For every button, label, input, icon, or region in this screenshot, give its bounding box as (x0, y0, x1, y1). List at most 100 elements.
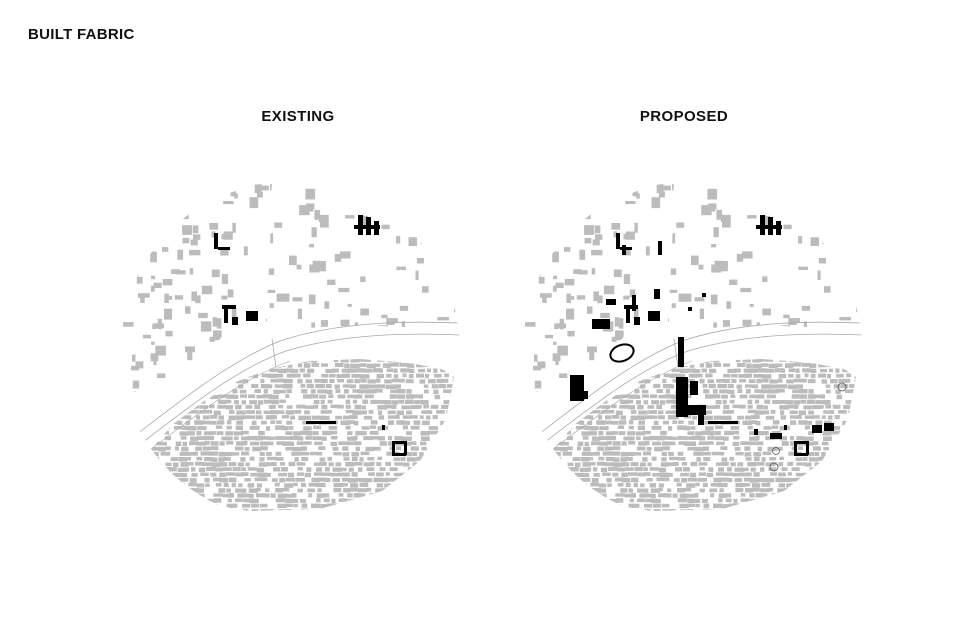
building-footprint (395, 507, 402, 512)
building-footprint (251, 368, 258, 373)
building-footprint (397, 394, 406, 399)
building-footprint (858, 413, 862, 421)
building-footprint (265, 426, 271, 431)
building-footprint (724, 378, 730, 383)
building-footprint (694, 353, 701, 357)
building-footprint (622, 247, 631, 256)
building-footprint (369, 461, 375, 466)
building-footprint (192, 225, 199, 234)
building-footprint (321, 363, 329, 367)
building-footprint (337, 394, 346, 399)
building-footprint (229, 270, 233, 274)
building-footprint (281, 333, 289, 337)
building-footprint (134, 312, 141, 316)
building-footprint (311, 359, 318, 363)
building-footprint (134, 343, 142, 348)
building-footprint (393, 457, 401, 461)
building-footprint (416, 405, 422, 409)
building-footprint (615, 330, 624, 341)
building-footprint (639, 363, 647, 368)
building-footprint (767, 198, 773, 208)
building-footprint (166, 342, 174, 346)
building-footprint (644, 301, 654, 305)
building-footprint (813, 301, 820, 305)
building-footprint (861, 311, 862, 318)
building-footprint (420, 431, 430, 436)
building-footprint (180, 368, 190, 374)
building-footprint (825, 363, 831, 367)
building-footprint (670, 228, 674, 232)
building-footprint (815, 337, 821, 341)
building-footprint (190, 493, 199, 498)
building-footprint (441, 223, 448, 227)
building-footprint (569, 359, 579, 362)
building-footprint (277, 503, 287, 509)
building-footprint (660, 185, 671, 191)
building-footprint (854, 218, 859, 222)
building-footprint (226, 405, 233, 410)
building-footprint (386, 373, 392, 378)
building-footprint (238, 483, 243, 488)
building-footprint (370, 436, 380, 440)
building-footprint (722, 290, 731, 295)
building-footprint (292, 244, 301, 248)
building-footprint (435, 265, 444, 270)
building-footprint (140, 382, 151, 392)
building-footprint (343, 457, 350, 461)
building-footprint (403, 249, 412, 253)
building-footprint (445, 192, 450, 196)
building-footprint (268, 228, 272, 232)
building-footprint (642, 207, 652, 211)
building-footprint (384, 483, 393, 488)
building-footprint (783, 346, 794, 352)
building-footprint (395, 415, 400, 419)
building-footprint (441, 404, 449, 410)
building-footprint (679, 186, 688, 190)
building-footprint (711, 353, 718, 357)
building-footprint (530, 212, 535, 221)
building-footprint (712, 285, 719, 289)
building-footprint (337, 472, 348, 477)
building-footprint (201, 280, 204, 285)
building-footprint (760, 296, 766, 300)
building-footprint (785, 249, 793, 252)
building-footprint (446, 446, 454, 450)
building-footprint (256, 467, 265, 473)
building-footprint (580, 291, 585, 295)
building-footprint (779, 249, 783, 253)
building-footprint (780, 368, 785, 373)
building-footprint (671, 368, 681, 373)
building-footprint (162, 488, 173, 497)
building-footprint (591, 337, 599, 342)
building-footprint (235, 472, 245, 477)
building-footprint (598, 286, 603, 290)
building-footprint (757, 342, 766, 346)
building-footprint (398, 327, 404, 338)
building-footprint (647, 260, 654, 264)
building-footprint (235, 415, 244, 420)
building-footprint (278, 203, 287, 207)
building-footprint (136, 186, 140, 190)
building-footprint (206, 343, 214, 347)
building-footprint (609, 270, 614, 273)
building-footprint (745, 260, 750, 264)
building-footprint (178, 278, 189, 289)
building-footprint (622, 212, 627, 216)
building-footprint (584, 184, 590, 189)
building-footprint (684, 286, 693, 293)
building-footprint (418, 469, 428, 479)
building-footprint (299, 499, 306, 503)
building-footprint (742, 223, 751, 227)
building-footprint (289, 514, 297, 518)
building-footprint (168, 265, 175, 269)
building-footprint (157, 338, 162, 343)
building-footprint (555, 282, 564, 288)
building-footprint (209, 223, 219, 230)
building-footprint (381, 314, 388, 319)
building-footprint (536, 254, 541, 258)
building-footprint (452, 488, 454, 493)
building-footprint (227, 436, 233, 441)
building-footprint (453, 285, 458, 289)
building-footprint (382, 363, 392, 368)
building-footprint (289, 327, 294, 331)
